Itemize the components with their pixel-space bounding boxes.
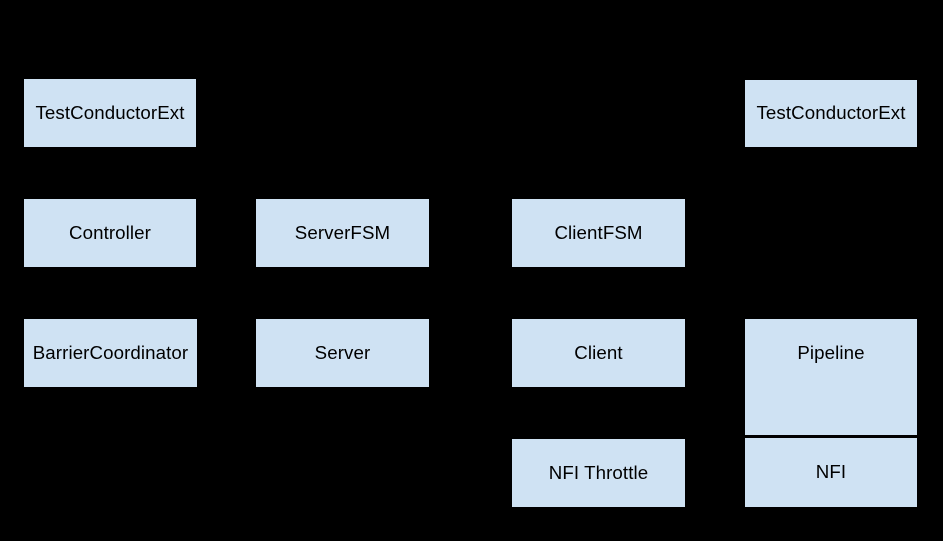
node-label-test-conductor-ext-right: TestConductorExt: [756, 102, 906, 124]
diagram-node-test-conductor-ext-left: TestConductorExt: [23, 78, 197, 148]
diagram-node-barrier-coordinator: BarrierCoordinator: [23, 318, 198, 388]
diagram-node-pipeline: Pipeline: [744, 318, 918, 436]
node-label-test-conductor-ext-left: TestConductorExt: [35, 101, 185, 123]
node-label-server-fsm: ServerFSM: [294, 221, 391, 243]
diagram-node-nfi: NFI: [744, 437, 918, 508]
diagram-node-client-fsm: ClientFSM: [511, 198, 686, 268]
node-label-nfi-throttle: NFI Throttle: [548, 461, 649, 483]
node-label-nfi: NFI: [815, 461, 847, 483]
diagram-node-client: Client: [511, 318, 686, 388]
diagram-node-controller: Controller: [23, 198, 197, 268]
node-label-client: Client: [574, 341, 623, 363]
node-label-server: Server: [314, 341, 371, 363]
diagram-node-nfi-throttle: NFI Throttle: [511, 438, 686, 508]
node-label-barrier-coordinator: BarrierCoordinator: [32, 341, 189, 363]
diagram-node-test-conductor-ext-right: TestConductorExt: [744, 79, 918, 148]
node-label-client-fsm: ClientFSM: [554, 221, 643, 243]
node-label-controller: Controller: [68, 221, 151, 243]
diagram-node-server: Server: [255, 318, 430, 388]
node-label-pipeline: Pipeline: [797, 341, 865, 363]
diagram-node-server-fsm: ServerFSM: [255, 198, 430, 268]
